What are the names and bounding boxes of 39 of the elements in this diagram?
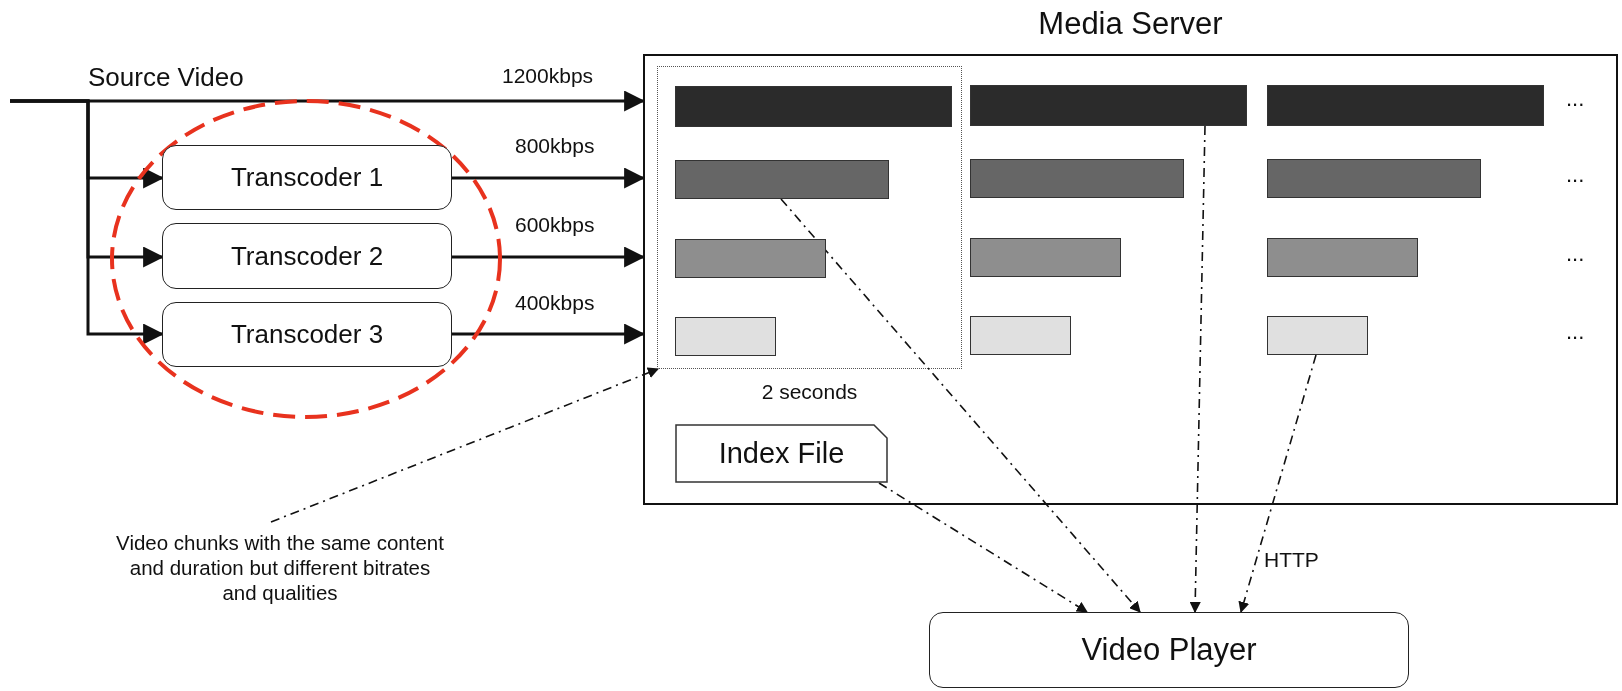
dashed-arrow — [1189, 125, 1206, 614]
ellipsis-text: ... — [1566, 86, 1585, 112]
annotation-text: Video chunks with the same content and duration but different bitrates and qualities — [115, 522, 445, 614]
dashed-ellipse — [110, 99, 502, 419]
arrow — [452, 246, 646, 268]
chunk-bar — [1267, 85, 1544, 126]
chunk-bar — [675, 160, 889, 199]
arrow — [452, 167, 646, 189]
chunk-bar — [970, 316, 1071, 355]
process-box — [162, 302, 452, 367]
ellipsis-text: ... — [1566, 241, 1585, 267]
dashed-arrow — [780, 198, 1141, 613]
file-box — [675, 424, 888, 483]
chunk-bar — [675, 239, 826, 278]
chunk-bar — [970, 85, 1247, 126]
arrow — [452, 323, 646, 345]
chunk-bar — [1267, 316, 1368, 355]
chunk-bar — [1267, 238, 1418, 277]
dashed-arrow — [270, 367, 660, 523]
process-box — [162, 145, 452, 210]
process-box — [162, 223, 452, 289]
chunk-bar — [675, 317, 776, 356]
chunk-bar — [675, 86, 952, 127]
duration-label: 2 seconds — [760, 380, 859, 404]
player-box — [929, 612, 1409, 688]
chunk-bar — [970, 159, 1184, 198]
box-label: Index File — [718, 437, 845, 470]
ellipsis-text: ... — [1566, 319, 1585, 345]
box-label: Transcoder 2 — [230, 240, 384, 272]
chunk-bar — [970, 238, 1121, 277]
box-label: Transcoder 3 — [230, 319, 384, 350]
dashed-arrow — [1238, 354, 1317, 614]
dashed-arrow — [878, 482, 1088, 613]
chunk-bar — [1267, 159, 1481, 198]
server-title: Media Server — [1037, 6, 1224, 42]
source-label: Source Video — [88, 62, 244, 93]
box-label: Video Player — [1081, 632, 1257, 668]
ellipsis-text: ... — [1566, 162, 1585, 188]
box-label: Transcoder 1 — [230, 162, 384, 193]
